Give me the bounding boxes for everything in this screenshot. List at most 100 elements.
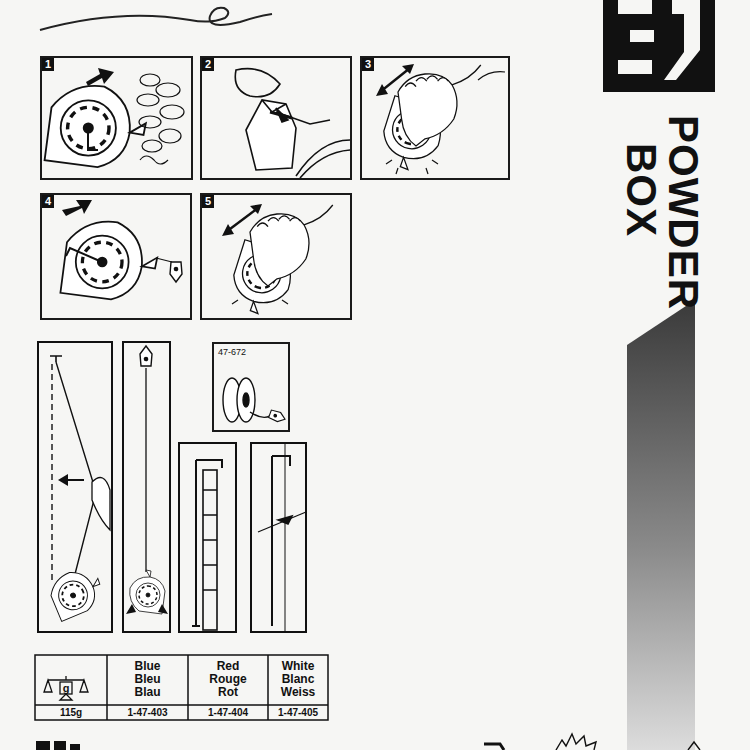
colour-name: White Blanc Weiss: [268, 660, 328, 699]
brand-title: POWDER BOX: [620, 115, 704, 265]
step-number: 4: [42, 195, 54, 208]
cut-off-print: [484, 744, 504, 750]
nail-line-illustration: [285, 444, 286, 632]
colour-name: Blue Bleu Blau: [107, 660, 188, 699]
reel-illustration: [137, 94, 159, 106]
shake-illustration: [232, 300, 288, 304]
reel-illustration: [137, 74, 184, 164]
shake-illustration: [478, 72, 505, 80]
fill-illustration: [235, 69, 350, 178]
rewind-illustration: [170, 262, 182, 282]
scale-icon: [44, 676, 88, 700]
fill-illustration: [270, 112, 292, 118]
scale-unit: g: [60, 682, 72, 694]
cut-off-print: [54, 741, 66, 750]
weight-value: 115g: [35, 706, 107, 719]
grey-band: [627, 300, 695, 750]
rewind-illustration: [60, 222, 157, 300]
shake-illustration: [376, 64, 505, 174]
step-number: 2: [202, 58, 214, 71]
fill-illustration: [300, 150, 350, 178]
reel-illustration: [156, 83, 180, 97]
rewind-illustration: [60, 200, 182, 299]
step-panel: 4: [40, 193, 192, 320]
snap-line-illustration: [56, 362, 96, 578]
spec-table: [35, 655, 328, 720]
shake-illustration: [376, 64, 414, 96]
brand-logo: [618, 0, 652, 14]
nail-line-illustration: [278, 516, 292, 524]
step-panel: 3: [360, 56, 510, 180]
level-illustration: [196, 460, 222, 626]
spool-illustration: [223, 378, 287, 424]
fill-illustration: [246, 100, 296, 170]
spool-illustration: [268, 409, 286, 423]
swoosh-line: [40, 8, 272, 30]
reel-illustration: [140, 74, 160, 86]
part-number: 47-672: [218, 347, 246, 358]
reel-illustration: [45, 68, 184, 167]
nail-line-illustration: [272, 456, 290, 626]
step-number: 5: [202, 195, 214, 208]
reel-illustration: [45, 86, 146, 167]
reel-illustration: [142, 140, 162, 152]
snap-line-illustration: [58, 474, 68, 486]
shake-illustration: [222, 204, 333, 318]
snap-line-illustration: [50, 356, 62, 362]
nail-line-illustration: [251, 443, 306, 632]
spec-table: [35, 655, 328, 720]
level-illustration: [179, 443, 236, 632]
brand-logo: [603, 0, 715, 92]
level-illustration: [203, 470, 217, 630]
brand-logo: [664, 0, 700, 80]
spool-illustration: [250, 412, 270, 417]
brand-logo: [630, 30, 654, 42]
article-number: 1-47-403: [107, 706, 188, 719]
snap-line-illustration: [66, 479, 84, 481]
shake-illustration: [226, 208, 258, 232]
reel-illustration: [159, 129, 181, 143]
product-panel: 47-672: [212, 342, 290, 432]
snap-line-illustration: [38, 342, 112, 632]
shake-illustration: [386, 160, 438, 174]
cut-off-print: [70, 744, 80, 750]
level-illustration: [192, 625, 200, 627]
cut-off-print: [688, 742, 700, 750]
rewind-illustration: [156, 258, 172, 262]
plumb-illustration: [145, 368, 146, 572]
level-illustration: [179, 443, 236, 632]
plumb-illustration: [126, 604, 168, 614]
plumb-illustration: [130, 570, 165, 614]
brand-logo: [618, 60, 652, 74]
fill-illustration: [235, 69, 280, 97]
level-illustration: [203, 490, 217, 590]
snap-line-illustration: [51, 364, 52, 580]
reel-illustration: [88, 128, 98, 150]
article-number: 1-47-404: [188, 706, 268, 719]
colour-name: Red Rouge Rot: [188, 660, 268, 699]
shake-illustration: [222, 204, 262, 236]
plumb-illustration: [140, 346, 152, 366]
spec-table: [35, 655, 328, 720]
shake-illustration: [250, 205, 333, 286]
reel-illustration: [139, 116, 161, 128]
plumb-illustration: [123, 342, 170, 632]
shake-illustration: [398, 65, 481, 146]
nail-line-illustration: [258, 512, 306, 532]
swoosh-line: [40, 8, 272, 30]
scale-icon: [44, 676, 88, 700]
step-number: 1: [42, 58, 54, 71]
fill-illustration: [262, 100, 286, 112]
step-panel: 1: [40, 56, 193, 180]
brand-logo: [603, 0, 715, 92]
cut-off-print: [36, 734, 700, 750]
article-number: 1-47-405: [268, 706, 328, 719]
plumb-illustration: [123, 342, 170, 632]
cut-off-print: [36, 741, 50, 750]
snap-line-illustration: [38, 342, 112, 632]
cut-off-print: [556, 734, 596, 750]
rewind-illustration: [66, 248, 102, 262]
step-panel: 5: [200, 193, 352, 320]
